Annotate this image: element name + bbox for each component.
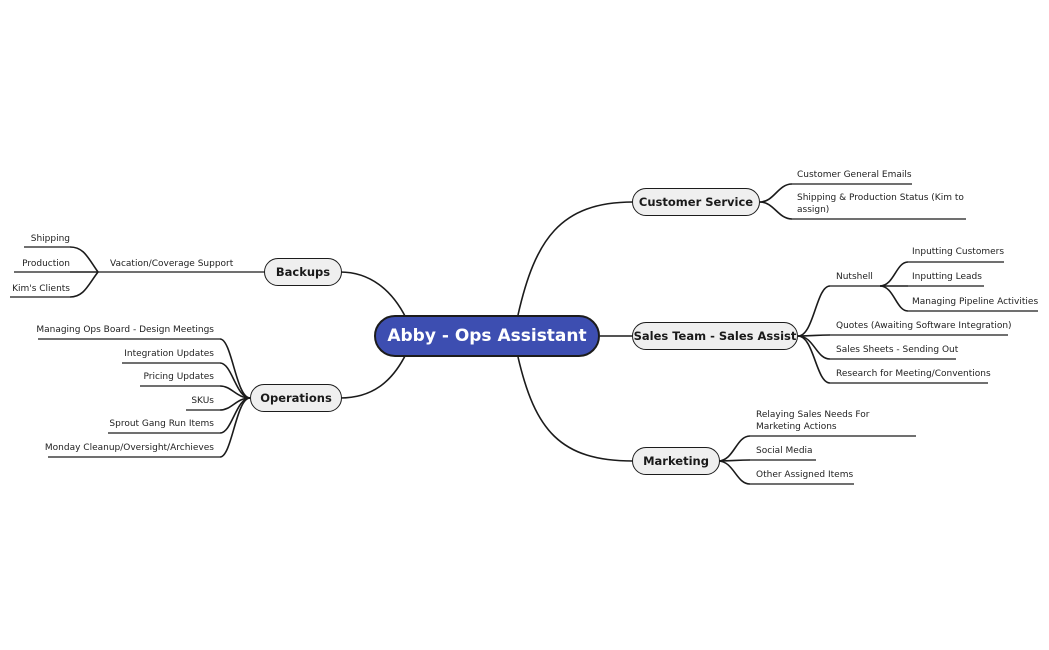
link-backups-shipping <box>69 246 99 273</box>
mkt-item-relaying[interactable]: Relaying Sales Needs For Marketing Actio… <box>756 410 870 432</box>
nutshell-item-leads[interactable]: Inputting Leads <box>912 272 982 282</box>
backups-item-shipping[interactable]: Shipping <box>30 234 70 244</box>
root-topic[interactable]: Abby - Ops Assistant <box>374 315 600 357</box>
cs-item-shipping-status[interactable]: Shipping & Production Status (Kim to ass… <box>797 193 964 215</box>
link-root-marketing <box>517 356 634 462</box>
backups-group-label[interactable]: Vacation/Coverage Support <box>110 259 234 269</box>
ops-item-managing-board[interactable]: Managing Ops Board - Design Meetings <box>36 325 214 335</box>
link-ops-1 <box>219 338 251 399</box>
ops-item-monday-cleanup[interactable]: Monday Cleanup/Oversight/Archieves <box>44 443 214 453</box>
branch-marketing[interactable]: Marketing <box>632 447 720 475</box>
branch-customer-service[interactable]: Customer Service <box>632 188 760 216</box>
backups-item-production[interactable]: Production <box>22 259 70 269</box>
link-ops-6 <box>219 397 251 458</box>
link-sales-research <box>797 335 831 384</box>
sales-item-quotes[interactable]: Quotes (Awaiting Software Integration) <box>836 321 1012 331</box>
ops-item-pricing[interactable]: Pricing Updates <box>143 372 214 382</box>
nutshell-item-customers[interactable]: Inputting Customers <box>912 247 1005 257</box>
link-root-customer-service <box>517 201 634 316</box>
link-nutshell-1 <box>879 261 909 287</box>
link-sales-nutshell <box>797 285 831 337</box>
ops-item-integration[interactable]: Integration Updates <box>124 349 214 359</box>
branch-backups[interactable]: Backups <box>264 258 342 286</box>
sales-item-research[interactable]: Research for Meeting/Conventions <box>836 369 991 379</box>
link-cs-1 <box>759 183 793 203</box>
ops-item-sprout-gang[interactable]: Sprout Gang Run Items <box>109 419 214 429</box>
sales-item-sheets[interactable]: Sales Sheets - Sending Out <box>836 345 959 355</box>
link-root-operations <box>339 353 407 399</box>
ops-item-skus[interactable]: SKUs <box>191 396 214 406</box>
link-nutshell-3 <box>879 285 909 312</box>
sales-nutshell-label[interactable]: Nutshell <box>836 272 873 282</box>
nutshell-item-pipeline[interactable]: Managing Pipeline Activities <box>912 297 1039 307</box>
link-cs-2 <box>759 201 793 220</box>
link-root-backups <box>339 271 407 319</box>
branch-operations[interactable]: Operations <box>250 384 342 412</box>
branch-sales-team[interactable]: Sales Team - Sales Assist <box>632 322 798 350</box>
link-mkt-3 <box>717 460 751 485</box>
link-mkt-1 <box>717 435 751 462</box>
cs-item-general-emails[interactable]: Customer General Emails <box>797 170 912 180</box>
mkt-item-other[interactable]: Other Assigned Items <box>756 470 854 480</box>
backups-item-kims-clients[interactable]: Kim's Clients <box>12 284 70 294</box>
mkt-item-social[interactable]: Social Media <box>756 446 813 456</box>
link-backups-kims <box>69 271 99 298</box>
